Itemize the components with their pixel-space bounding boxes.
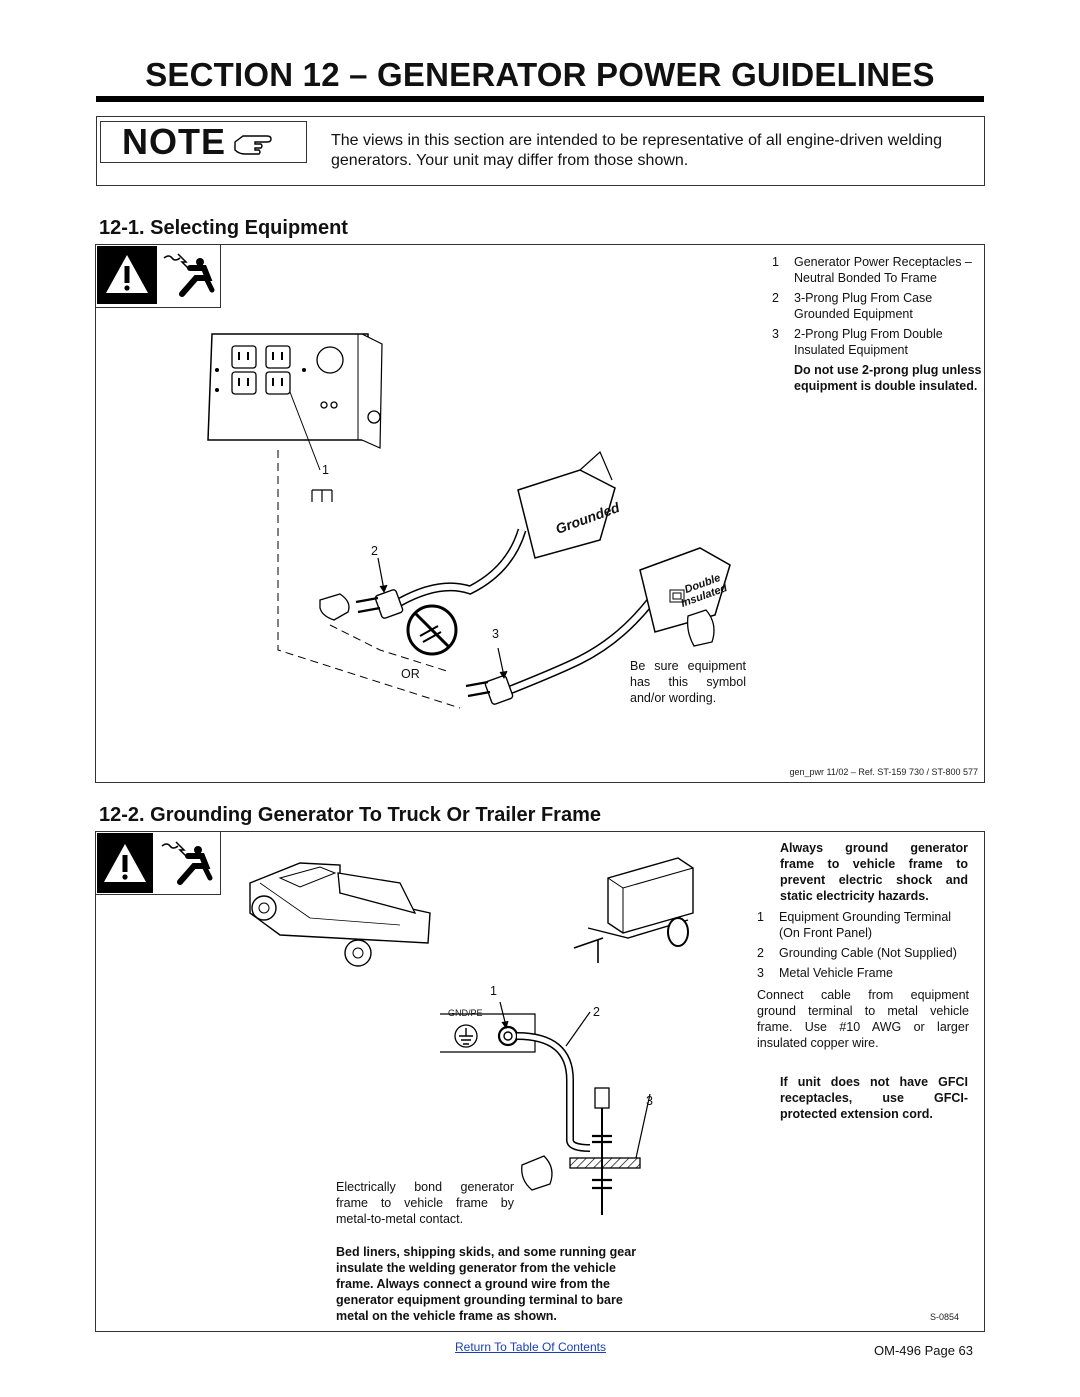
legend-number: 3 (757, 966, 764, 980)
equipment-cords-illustration (277, 391, 731, 709)
callout-1: 1 (322, 463, 329, 477)
legend-item: 3 Metal Vehicle Frame (757, 965, 969, 981)
legend-text: 3-Prong Plug From Case Grounded Equipmen… (794, 291, 933, 321)
note-text: The views in this section are intended t… (331, 132, 943, 169)
callout-1: 1 (490, 984, 497, 998)
gfci-warning: If unit does not have GFCI receptacles, … (780, 1075, 968, 1121)
pointing-hand-icon (234, 135, 272, 155)
warning-icons-box (95, 831, 221, 895)
callout-3: 3 (646, 1094, 653, 1108)
legend-text: Grounding Cable (Not Supplied) (779, 946, 957, 960)
legend-item: 2 3-Prong Plug From Case Grounded Equipme… (772, 290, 984, 322)
selecting-equipment-legend: 1 Generator Power Receptacles – Neutral B… (772, 254, 984, 394)
legend-item: 1 Equipment Grounding Terminal (On Front … (757, 909, 969, 941)
page-title: SECTION 12 – GENERATOR POWER GUIDELINES (145, 56, 935, 93)
or-label: OR (401, 667, 420, 681)
pickup-truck-illustration (249, 862, 431, 967)
legend-number: 1 (772, 255, 779, 269)
generator-receptacle-panel-illustration (207, 333, 383, 449)
be-sure-equipment-text: Be sure equipment has this symbol and/or… (630, 659, 746, 705)
selecting-equipment-panel (95, 244, 985, 783)
bond-frame-text: Electrically bond generator frame to veh… (336, 1180, 514, 1226)
connect-cable-text: Connect cable from equipment ground term… (757, 988, 969, 1050)
grounding-legend: 1 Equipment Grounding Terminal (On Front … (757, 909, 969, 1051)
note-box (96, 116, 985, 186)
two-prong-warning: Do not use 2-prong plug unless equipment… (794, 363, 982, 393)
caution-triangle-icon (97, 246, 157, 304)
electric-shock-icon (163, 253, 215, 297)
legend-text: Equipment Grounding Terminal (On Front P… (779, 910, 952, 940)
section1-reference: gen_pwr 11/02 – Ref. ST-159 730 / ST-800… (789, 767, 978, 777)
callout-3: 3 (492, 627, 499, 641)
bed-liners-warning: Bed liners, shipping skids, and some run… (336, 1245, 637, 1323)
note-label: NOTE (122, 121, 227, 162)
electric-shock-icon (161, 841, 213, 885)
legend-item: 1 Generator Power Receptacles – Neutral B… (772, 254, 984, 286)
section-heading-selecting-equipment: 12-1. Selecting Equipment (99, 217, 348, 239)
note-label-box (100, 121, 307, 163)
legend-text: 2-Prong Plug From Double Insulated Equip… (794, 327, 943, 357)
callout-2: 2 (593, 1005, 600, 1019)
legend-number: 2 (772, 291, 779, 305)
section2-reference: S-0854 (930, 1312, 960, 1322)
grounding-cable-illustration (440, 1001, 651, 1215)
title-rule (96, 96, 984, 102)
callout-2: 2 (371, 544, 378, 558)
generator-trailer-illustration (573, 857, 694, 963)
legend-text: Generator Power Receptacles – Neutral Bo… (794, 255, 972, 285)
caution-triangle-icon (97, 833, 153, 893)
ground-generator-warning: Always ground generator frame to vehicle… (780, 841, 968, 903)
warning-icons-box (95, 244, 221, 308)
legend-number: 2 (757, 946, 764, 960)
legend-item: 2 Grounding Cable (Not Supplied) (757, 945, 969, 961)
legend-number: 3 (772, 327, 779, 341)
legend-item: 3 2-Prong Plug From Double Insulated Equi… (772, 326, 984, 358)
legend-number: 1 (757, 910, 764, 924)
gnd-pe-label: GND/PE (448, 1008, 483, 1018)
legend-text: Metal Vehicle Frame (779, 966, 893, 980)
grounding-generator-panel (95, 831, 985, 1332)
section-heading-grounding-generator: 12-2. Grounding Generator To Truck Or Tr… (99, 804, 601, 826)
return-to-toc-link[interactable]: Return To Table Of Contents (455, 1340, 606, 1354)
page-number: OM-496 Page 63 (874, 1343, 974, 1358)
